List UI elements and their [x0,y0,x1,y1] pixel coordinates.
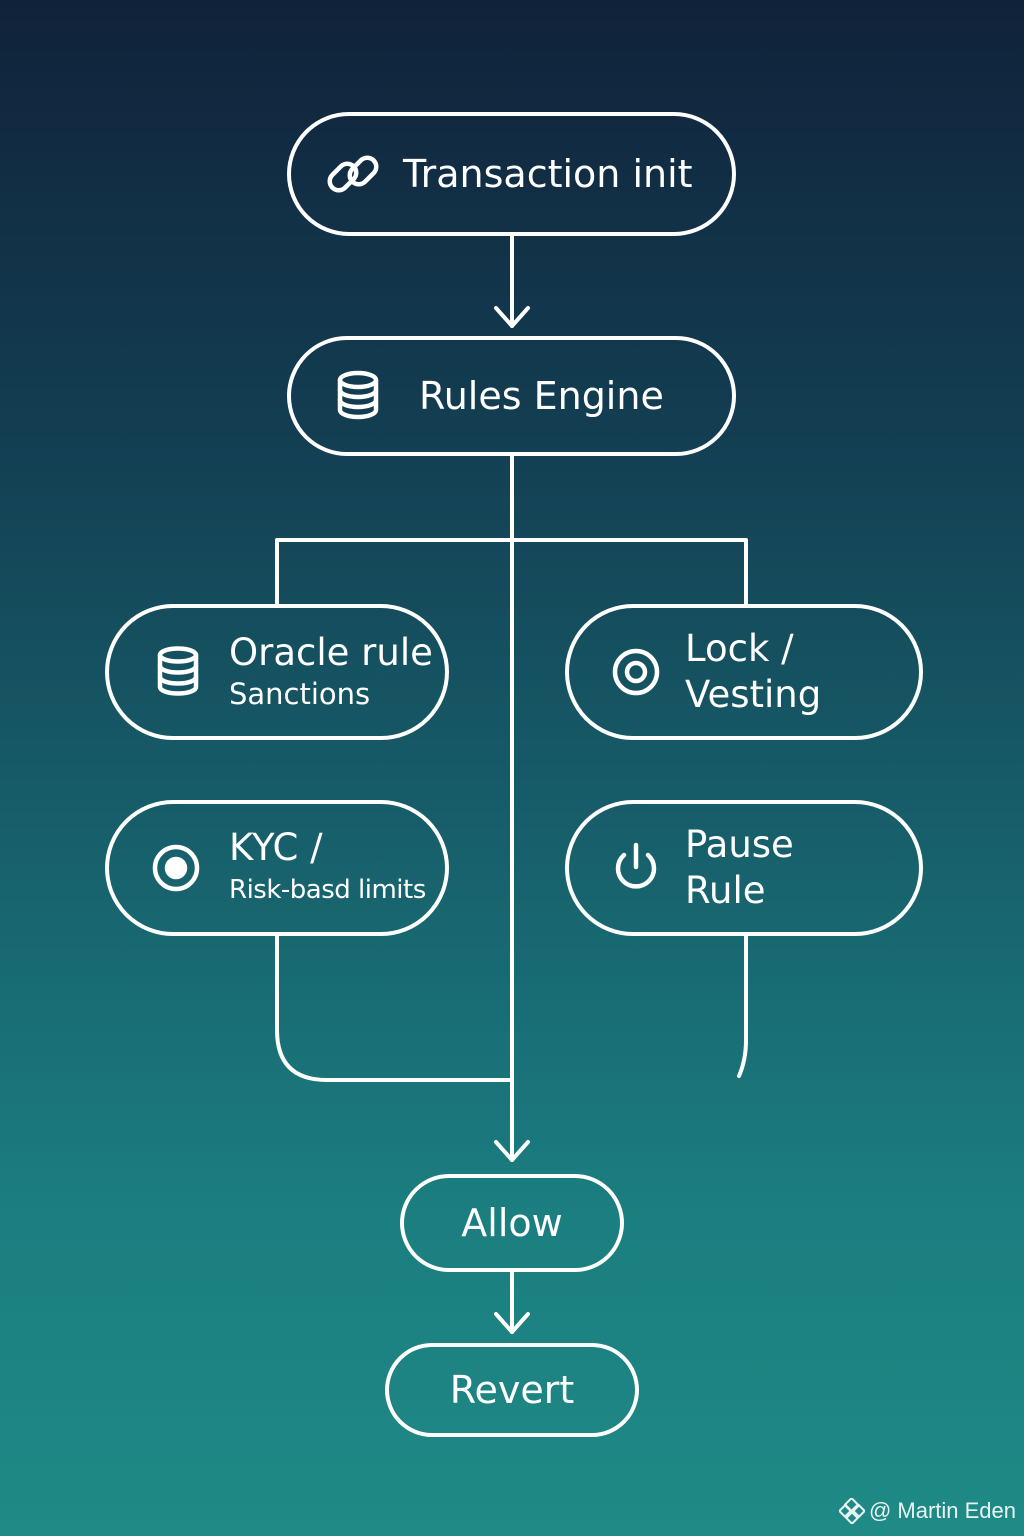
node-label: Rules Engine [419,374,664,418]
node-allow: Allow [400,1174,624,1272]
node-lock-vesting: Lock / Vesting [565,604,923,740]
node-sublabel: Sanctions [229,677,371,711]
node-text: Pause Rule [685,822,794,914]
watermark: @ Martin Eden [838,1498,1016,1524]
node-pause-rule: Pause Rule [565,800,923,936]
node-label: Transaction init [403,152,693,196]
node-label: Revert [449,1368,575,1412]
diamond-logo-icon [838,1498,865,1524]
node-text: KYC / Risk-basd limits [229,826,426,910]
node-oracle-rule: Oracle rule Sanctions [105,604,449,740]
edge-kyc-to-allow [275,934,514,1082]
database-icon [155,645,201,699]
node-label-line1: Pause [685,823,794,866]
database-icon [331,369,385,423]
node-label-line1: Lock / [685,627,794,670]
node-label: Oracle rule [229,631,433,674]
node-text: Oracle rule Sanctions [229,631,433,713]
watermark-text: @ Martin Eden [868,1498,1016,1523]
arrowhead-allow [494,1140,530,1162]
branch-to-lock-vesting [510,538,748,606]
target-icon [611,647,661,697]
node-rules-engine: Rules Engine [287,336,736,456]
node-sublabel: Risk-basd limits [229,875,426,905]
tail-from-pause-rule [737,934,748,1078]
node-revert: Revert [385,1343,639,1437]
target-icon [151,843,201,893]
node-kyc-risk-limits: KYC / Risk-basd limits [105,800,449,936]
arrowhead-revert [494,1312,530,1334]
link-icon [325,146,381,202]
node-label-line2: Rule [685,869,766,912]
arrowhead-rules-engine [494,306,530,328]
node-label: KYC / [229,826,323,869]
power-icon [611,841,661,895]
node-label-line2: Vesting [685,673,822,716]
branch-to-oracle-rule [275,538,514,606]
node-text: Lock / Vesting [685,626,821,718]
node-label: Allow [461,1201,563,1245]
node-transaction-init: Transaction init [287,112,736,236]
